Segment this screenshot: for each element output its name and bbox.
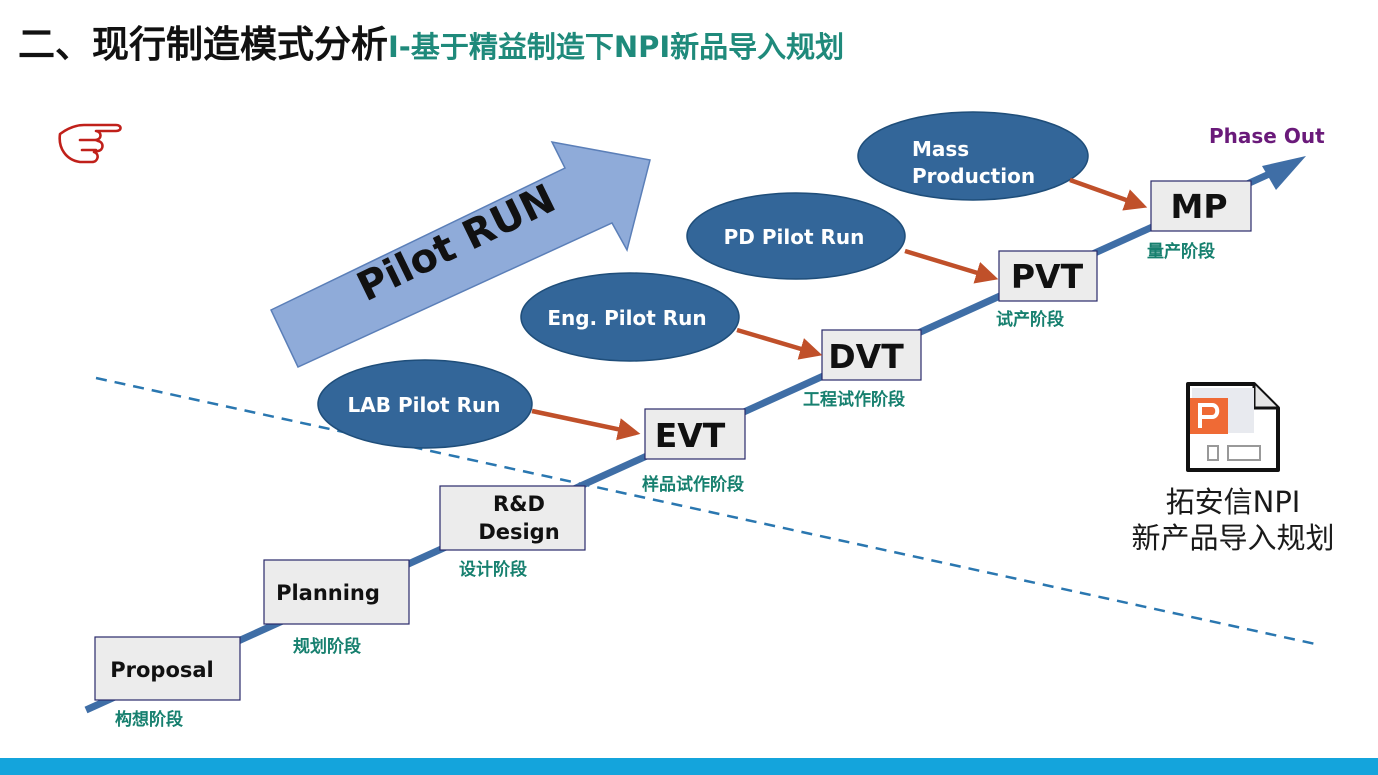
pilot-arrow-mass-to-mp — [1069, 177, 1148, 211]
stage-label-line1: R&D — [493, 492, 545, 516]
pilot-arrow-eng-to-dvt — [736, 327, 823, 360]
pilot-arrow-pd-to-pvt — [904, 248, 999, 284]
pilot-run-label-line2: Production — [912, 164, 1035, 188]
stage-label: DVT — [828, 337, 904, 376]
pilot-run-label: Eng. Pilot Run — [547, 306, 706, 330]
stage-proposal: Proposal 构想阶段 — [94, 636, 241, 730]
pilot-run-pd: PD Pilot Run — [686, 192, 906, 280]
stage-sublabel: 试产阶段 — [996, 309, 1064, 330]
stage-sublabel: 构想阶段 — [115, 709, 183, 730]
file-caption: 拓安信NPI 新产品导入规划 — [1100, 484, 1366, 556]
stage-sublabel: 设计阶段 — [459, 559, 527, 580]
pilot-run-mass-production: Mass Production — [857, 111, 1089, 201]
pilot-run-lab: LAB Pilot Run — [317, 359, 533, 449]
title-separator: I- — [388, 30, 411, 64]
stage-evt: EVT 样品试作阶段 — [642, 408, 746, 495]
file-caption-line2: 新产品导入规划 — [1131, 521, 1335, 555]
stage-planning: Planning 规划阶段 — [263, 559, 410, 657]
stage-dvt: DVT 工程试作阶段 — [803, 329, 922, 410]
stage-rnd-design: R&D Design 设计阶段 — [439, 485, 586, 580]
stage-sublabel: 样品试作阶段 — [642, 474, 744, 495]
stage-sublabel: 量产阶段 — [1147, 241, 1215, 262]
stage-mp: MP 量产阶段 — [1147, 180, 1252, 262]
file-caption-line1: 拓安信NPI — [1165, 485, 1301, 519]
pilot-arrow-lab-to-evt — [531, 408, 641, 441]
pilot-run-label: PD Pilot Run — [724, 225, 865, 249]
stage-sublabel: 工程试作阶段 — [803, 389, 905, 410]
title-main: 二、现行制造模式分析 — [18, 23, 388, 66]
presentation-file-icon[interactable] — [1184, 382, 1280, 474]
page-title: 二、现行制造模式分析I-基于精益制造下NPI新品导入规划 — [18, 14, 844, 68]
phase-out-label: Phase Out — [1209, 124, 1325, 148]
progress-line-arrowhead — [1262, 156, 1306, 190]
pointing-hand-icon — [58, 123, 122, 164]
pilot-run-label-line1: Mass — [912, 137, 969, 161]
stage-label: Proposal — [110, 658, 214, 682]
stage-label: PVT — [1011, 257, 1084, 296]
stage-label: EVT — [655, 416, 726, 455]
stage-pvt: PVT 试产阶段 — [996, 250, 1098, 330]
stage-label: MP — [1170, 187, 1227, 226]
stage-sublabel: 规划阶段 — [293, 636, 361, 657]
pilot-run-eng: Eng. Pilot Run — [520, 272, 740, 362]
stage-label-line2: Design — [478, 520, 559, 544]
pilot-run-label: LAB Pilot Run — [348, 393, 501, 417]
bottom-bar — [0, 758, 1378, 775]
stage-label: Planning — [276, 581, 380, 605]
title-subtitle: 基于精益制造下NPI新品导入规划 — [410, 30, 845, 64]
